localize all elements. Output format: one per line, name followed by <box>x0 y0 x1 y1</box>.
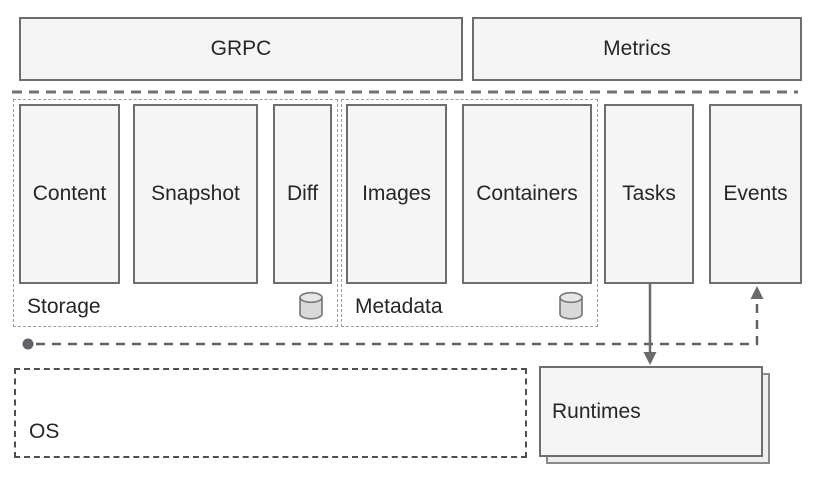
containers-label: Containers <box>476 182 578 205</box>
grpc-label: GRPC <box>210 37 272 60</box>
content-box: Content <box>19 104 120 284</box>
diff-box: Diff <box>273 104 332 284</box>
database-cylinder-icon <box>559 291 583 320</box>
snapshot-label: Snapshot <box>151 182 240 205</box>
os-label: OS <box>29 420 60 443</box>
snapshot-box: Snapshot <box>133 104 258 284</box>
diff-label: Diff <box>286 182 319 205</box>
runtimes-box: Runtimes <box>539 366 763 457</box>
events-box: Events <box>709 104 802 284</box>
metrics-box: Metrics <box>472 17 802 81</box>
tasks-box: Tasks <box>604 104 694 284</box>
database-cylinder-icon <box>299 291 323 320</box>
tasks-arrowhead-icon <box>643 352 657 365</box>
containers-box: Containers <box>462 104 592 284</box>
grpc-box: GRPC <box>19 17 463 81</box>
images-label: Images <box>362 182 431 205</box>
images-box: Images <box>346 104 447 284</box>
events-label: Events <box>723 182 788 205</box>
runtimes-label: Runtimes <box>552 399 641 423</box>
content-label: Content <box>32 182 107 205</box>
event-bus-arrowhead-icon <box>750 286 764 299</box>
metrics-label: Metrics <box>603 37 671 60</box>
tasks-label: Tasks <box>622 182 676 205</box>
metadata-group-label: Metadata <box>355 295 443 318</box>
os-box: OS <box>14 368 527 458</box>
storage-group-label: Storage <box>27 295 101 318</box>
event-bus-origin-dot <box>22 338 34 350</box>
